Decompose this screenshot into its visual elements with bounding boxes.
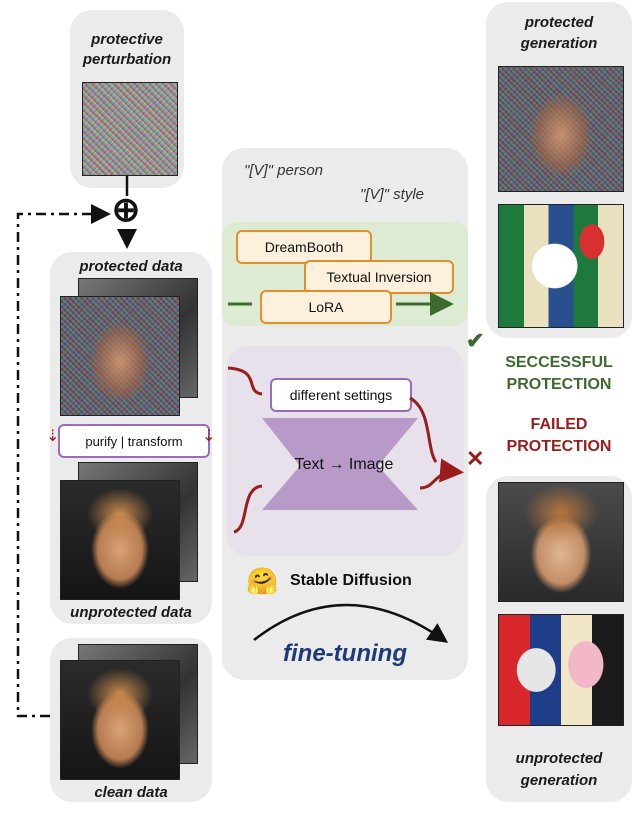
- perturbation-noise-image: [82, 82, 178, 176]
- different-settings-box: different settings: [270, 378, 412, 412]
- fine-tuning-label: fine-tuning: [283, 640, 407, 667]
- unprotected-generation-line1: unprotected: [515, 750, 603, 767]
- success-label: SECCESSFUL PROTECTION: [494, 352, 624, 396]
- protected-generation-line2: generation: [520, 35, 598, 52]
- stable-diffusion-label: Stable Diffusion: [290, 572, 412, 589]
- method-textual-inversion: Textual Inversion: [304, 260, 454, 294]
- clean-face-image: [60, 660, 180, 780]
- perturbation-label: protective perturbation: [70, 30, 184, 70]
- prompt-style: "[V]" style: [360, 186, 424, 203]
- unprotected-generation-line2: generation: [520, 772, 598, 789]
- prompt-person: "[V]" person: [244, 162, 324, 179]
- sd-logo-icon: 🤗: [246, 566, 279, 596]
- unprotected-generation-face-image: [498, 482, 624, 602]
- protected-data-label: protected data: [79, 258, 183, 275]
- unprotected-data-label: unprotected data: [70, 604, 192, 621]
- method-dreambooth: DreamBooth: [236, 230, 372, 264]
- add-symbol: ⊕: [111, 191, 141, 229]
- method-lora: LoRA: [260, 290, 392, 324]
- success-line1: SECCESSFUL: [505, 354, 613, 371]
- cross-icon: ✕: [466, 446, 485, 471]
- fail-line2: PROTECTION: [506, 438, 612, 455]
- perturbation-label-line2: perturbation: [82, 51, 172, 68]
- protected-generation-face-image: [498, 66, 624, 192]
- protected-generation-label: protected generation: [486, 12, 632, 54]
- clean-data-label: clean data: [94, 784, 168, 801]
- fail-label: FAILED PROTECTION: [494, 414, 624, 458]
- unprotected-generation-elephant-image: [498, 614, 624, 726]
- unprotected-generation-label: unprotected generation: [486, 748, 632, 792]
- protected-generation-line1: protected: [524, 14, 594, 31]
- down-arrow-left-icon: ⇣: [46, 428, 60, 445]
- check-icon: ✔: [466, 328, 485, 353]
- purify-transform-box: purify | transform: [58, 424, 210, 458]
- success-line2: PROTECTION: [506, 376, 612, 393]
- fail-line1: FAILED: [530, 416, 588, 433]
- unprotected-face-image: [60, 480, 180, 600]
- protected-generation-elephant-image: [498, 204, 624, 328]
- down-arrow-right-icon: ⇣: [202, 428, 216, 445]
- protected-face-image: [60, 296, 180, 416]
- perturbation-label-line1: protective: [91, 31, 163, 48]
